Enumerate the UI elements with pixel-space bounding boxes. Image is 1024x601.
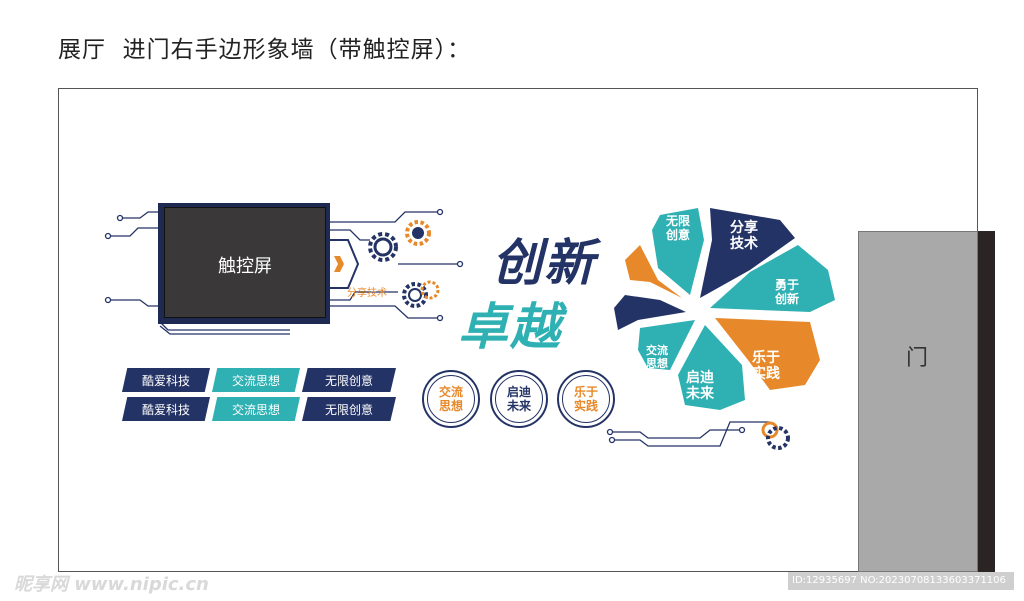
watermark: 昵享网 www.nipic.cn xyxy=(14,574,209,595)
petal-teal-right xyxy=(710,245,835,312)
petal-label-brave-innovation: 勇于创新 xyxy=(775,278,799,306)
image-id-bar: ID:12935697 NO:20230708133603371106 xyxy=(788,572,1014,590)
gear-icon xyxy=(368,232,398,262)
petal-line: 分享 xyxy=(730,220,758,236)
title-excellence: 卓越 xyxy=(458,298,562,356)
title-innovation: 创新 xyxy=(492,234,596,292)
page-title: 展厅 进门右手边形象墙（带触控屏）： xyxy=(58,37,472,63)
touchscreen-display xyxy=(164,207,326,318)
chevron-love-tech: 酷爱科技 xyxy=(122,368,210,392)
circle-inspire-future: 启迪未来 xyxy=(490,370,548,428)
chevron-unlimited-creativity: 无限创意 xyxy=(302,368,396,392)
chevron-love-tech: 酷爱科技 xyxy=(122,397,210,421)
share-tech-label: 分享技术 xyxy=(347,288,387,299)
petal-navy-top xyxy=(700,208,795,298)
petal-label-unlimited-creativity: 无限创意 xyxy=(666,214,690,242)
petal-line: 未来 xyxy=(686,386,714,402)
gear-icon xyxy=(420,280,440,300)
circle-line: 交流 xyxy=(438,385,463,399)
gear-icon xyxy=(405,220,431,246)
circle-line: 实践 xyxy=(573,399,598,413)
petal-line: 启迪 xyxy=(686,370,714,386)
petal-line: 技术 xyxy=(730,236,758,252)
touchscreen-label: 触控屏 xyxy=(218,256,272,277)
petal-teal-bottom xyxy=(678,325,745,410)
petal-line: 创新 xyxy=(775,292,800,306)
petal-line: 无限 xyxy=(666,214,691,228)
door-label: 门 xyxy=(906,346,929,371)
circle-exchange-ideas: 交流思想 xyxy=(422,370,480,428)
petal-orange-right xyxy=(715,318,820,390)
petal-line: 勇于 xyxy=(775,278,800,292)
petal-line: 交流 xyxy=(646,344,668,357)
chevron-exchange-ideas: 交流思想 xyxy=(212,397,300,421)
petal-label-exchange-ideas: 交流思想 xyxy=(646,344,668,370)
petal-teal-left xyxy=(638,320,695,370)
door xyxy=(858,231,978,572)
door-frame xyxy=(976,231,995,572)
petal-orange-left xyxy=(625,245,682,298)
petal-line: 创意 xyxy=(666,228,691,242)
petal-navy-left xyxy=(614,295,686,330)
petal-line: 思想 xyxy=(646,357,668,370)
circle-line: 启迪 xyxy=(506,385,531,399)
petal-label-share-tech: 分享技术 xyxy=(730,220,758,252)
petal-line: 乐于 xyxy=(752,350,780,366)
circle-line: 未来 xyxy=(506,399,531,413)
chevron-exchange-ideas: 交流思想 xyxy=(212,368,300,392)
circle-line: 思想 xyxy=(438,399,463,413)
circle-practice: 乐于实践 xyxy=(557,370,615,428)
petal-label-practice: 乐于实践 xyxy=(752,350,780,382)
petal-teal-top xyxy=(652,208,704,295)
circle-line: 乐于 xyxy=(573,385,598,399)
chevron-unlimited-creativity: 无限创意 xyxy=(302,397,396,421)
petal-flower xyxy=(614,208,835,410)
gear-icon xyxy=(402,282,428,308)
petal-line: 实践 xyxy=(752,366,780,382)
petal-label-inspire-future: 启迪未来 xyxy=(686,370,714,402)
gear-icon xyxy=(761,421,790,450)
